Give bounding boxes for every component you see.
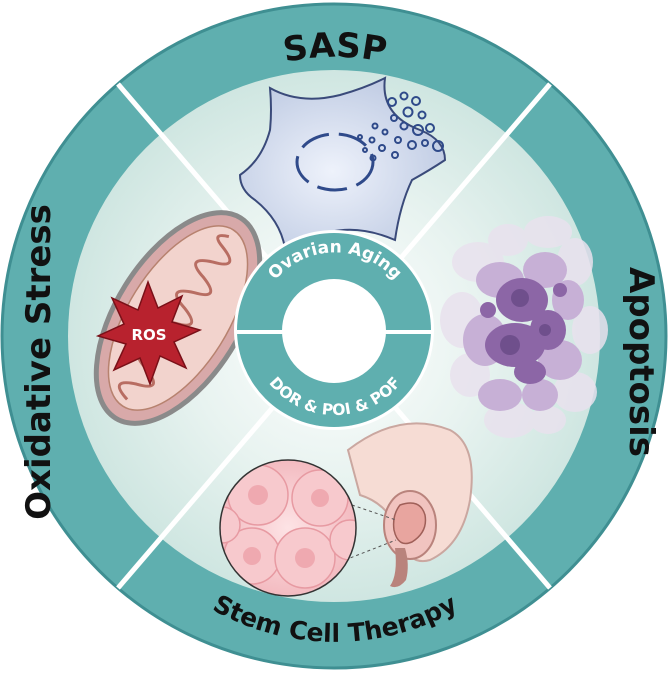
section-label-apoptosis: Apoptosis xyxy=(621,267,661,457)
tissue-zoom-icon xyxy=(219,459,357,597)
section-label-oxidative-stress: Oxidative Stress xyxy=(19,204,59,520)
center-ring xyxy=(234,230,434,430)
ros-burst-icon: ROS xyxy=(95,279,203,387)
ros-label: ROS xyxy=(131,326,166,344)
embryo-uterus-icon xyxy=(344,422,473,588)
apoptotic-cell-icon xyxy=(440,216,608,438)
senescent-cell-icon xyxy=(238,76,447,250)
